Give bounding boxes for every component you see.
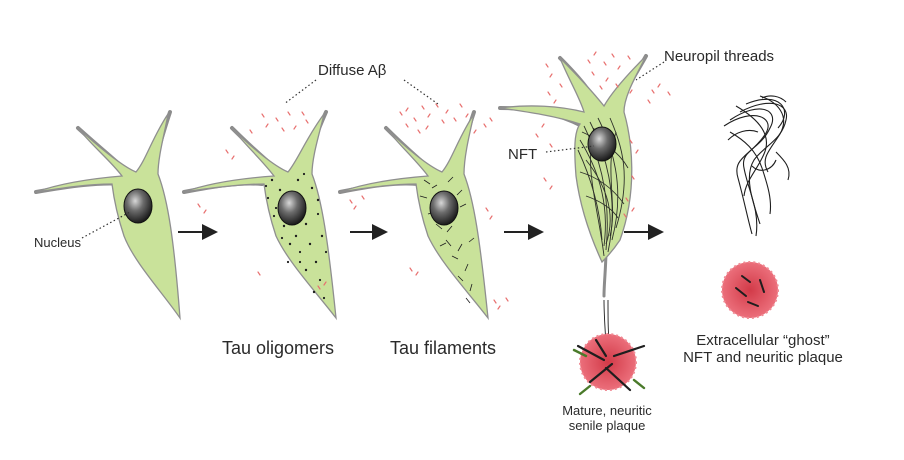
label-ghost-line1: Extracellular “ghost” [696,332,830,349]
label-nucleus: Nucleus [34,235,81,250]
label-nft: NFT [508,146,538,163]
cell-body [35,113,181,321]
neuron-tau-oligomers [182,110,337,321]
leader-abeta-left [283,79,317,105]
nucleus [277,190,307,226]
nucleus [587,126,617,162]
leader-abeta-right [403,79,439,105]
label-ghost-nft: Extracellular “ghost” NFT and neuritic p… [668,332,858,367]
leader-nft [545,145,595,153]
neuron-tau-filaments [338,110,489,321]
tau-oligomer-specks [264,172,328,300]
label-mature-plaque-line1: Mature, neuritic [562,403,652,418]
leader-neuropil [635,61,665,81]
neuron-nft [498,54,648,353]
extracellular-plaque [721,261,779,319]
leader-nucleus [81,211,131,239]
tau-filament-strands [419,176,475,304]
label-tau-filaments: Tau filaments [390,338,497,358]
label-diffuse-abeta: Diffuse Aβ [318,62,387,79]
ghost-tangle [723,95,790,237]
label-ghost-line2: NFT and neuritic plaque [683,349,843,367]
label-neuropil-threads: Neuropil threads [664,48,775,65]
neuron-healthy [34,110,181,321]
label-tau-oligomers: Tau oligomers [222,338,335,358]
nucleus [429,190,459,226]
cell-body [183,113,337,321]
nucleus [123,188,153,224]
mature-neuritic-plaque [572,333,646,396]
leader-lines [81,61,665,239]
label-mature-plaque: Mature, neuritic senile plaque [536,403,678,434]
cell-body [339,113,489,321]
label-mature-plaque-line2: senile plaque [568,417,646,433]
abeta-deposits [197,51,671,310]
